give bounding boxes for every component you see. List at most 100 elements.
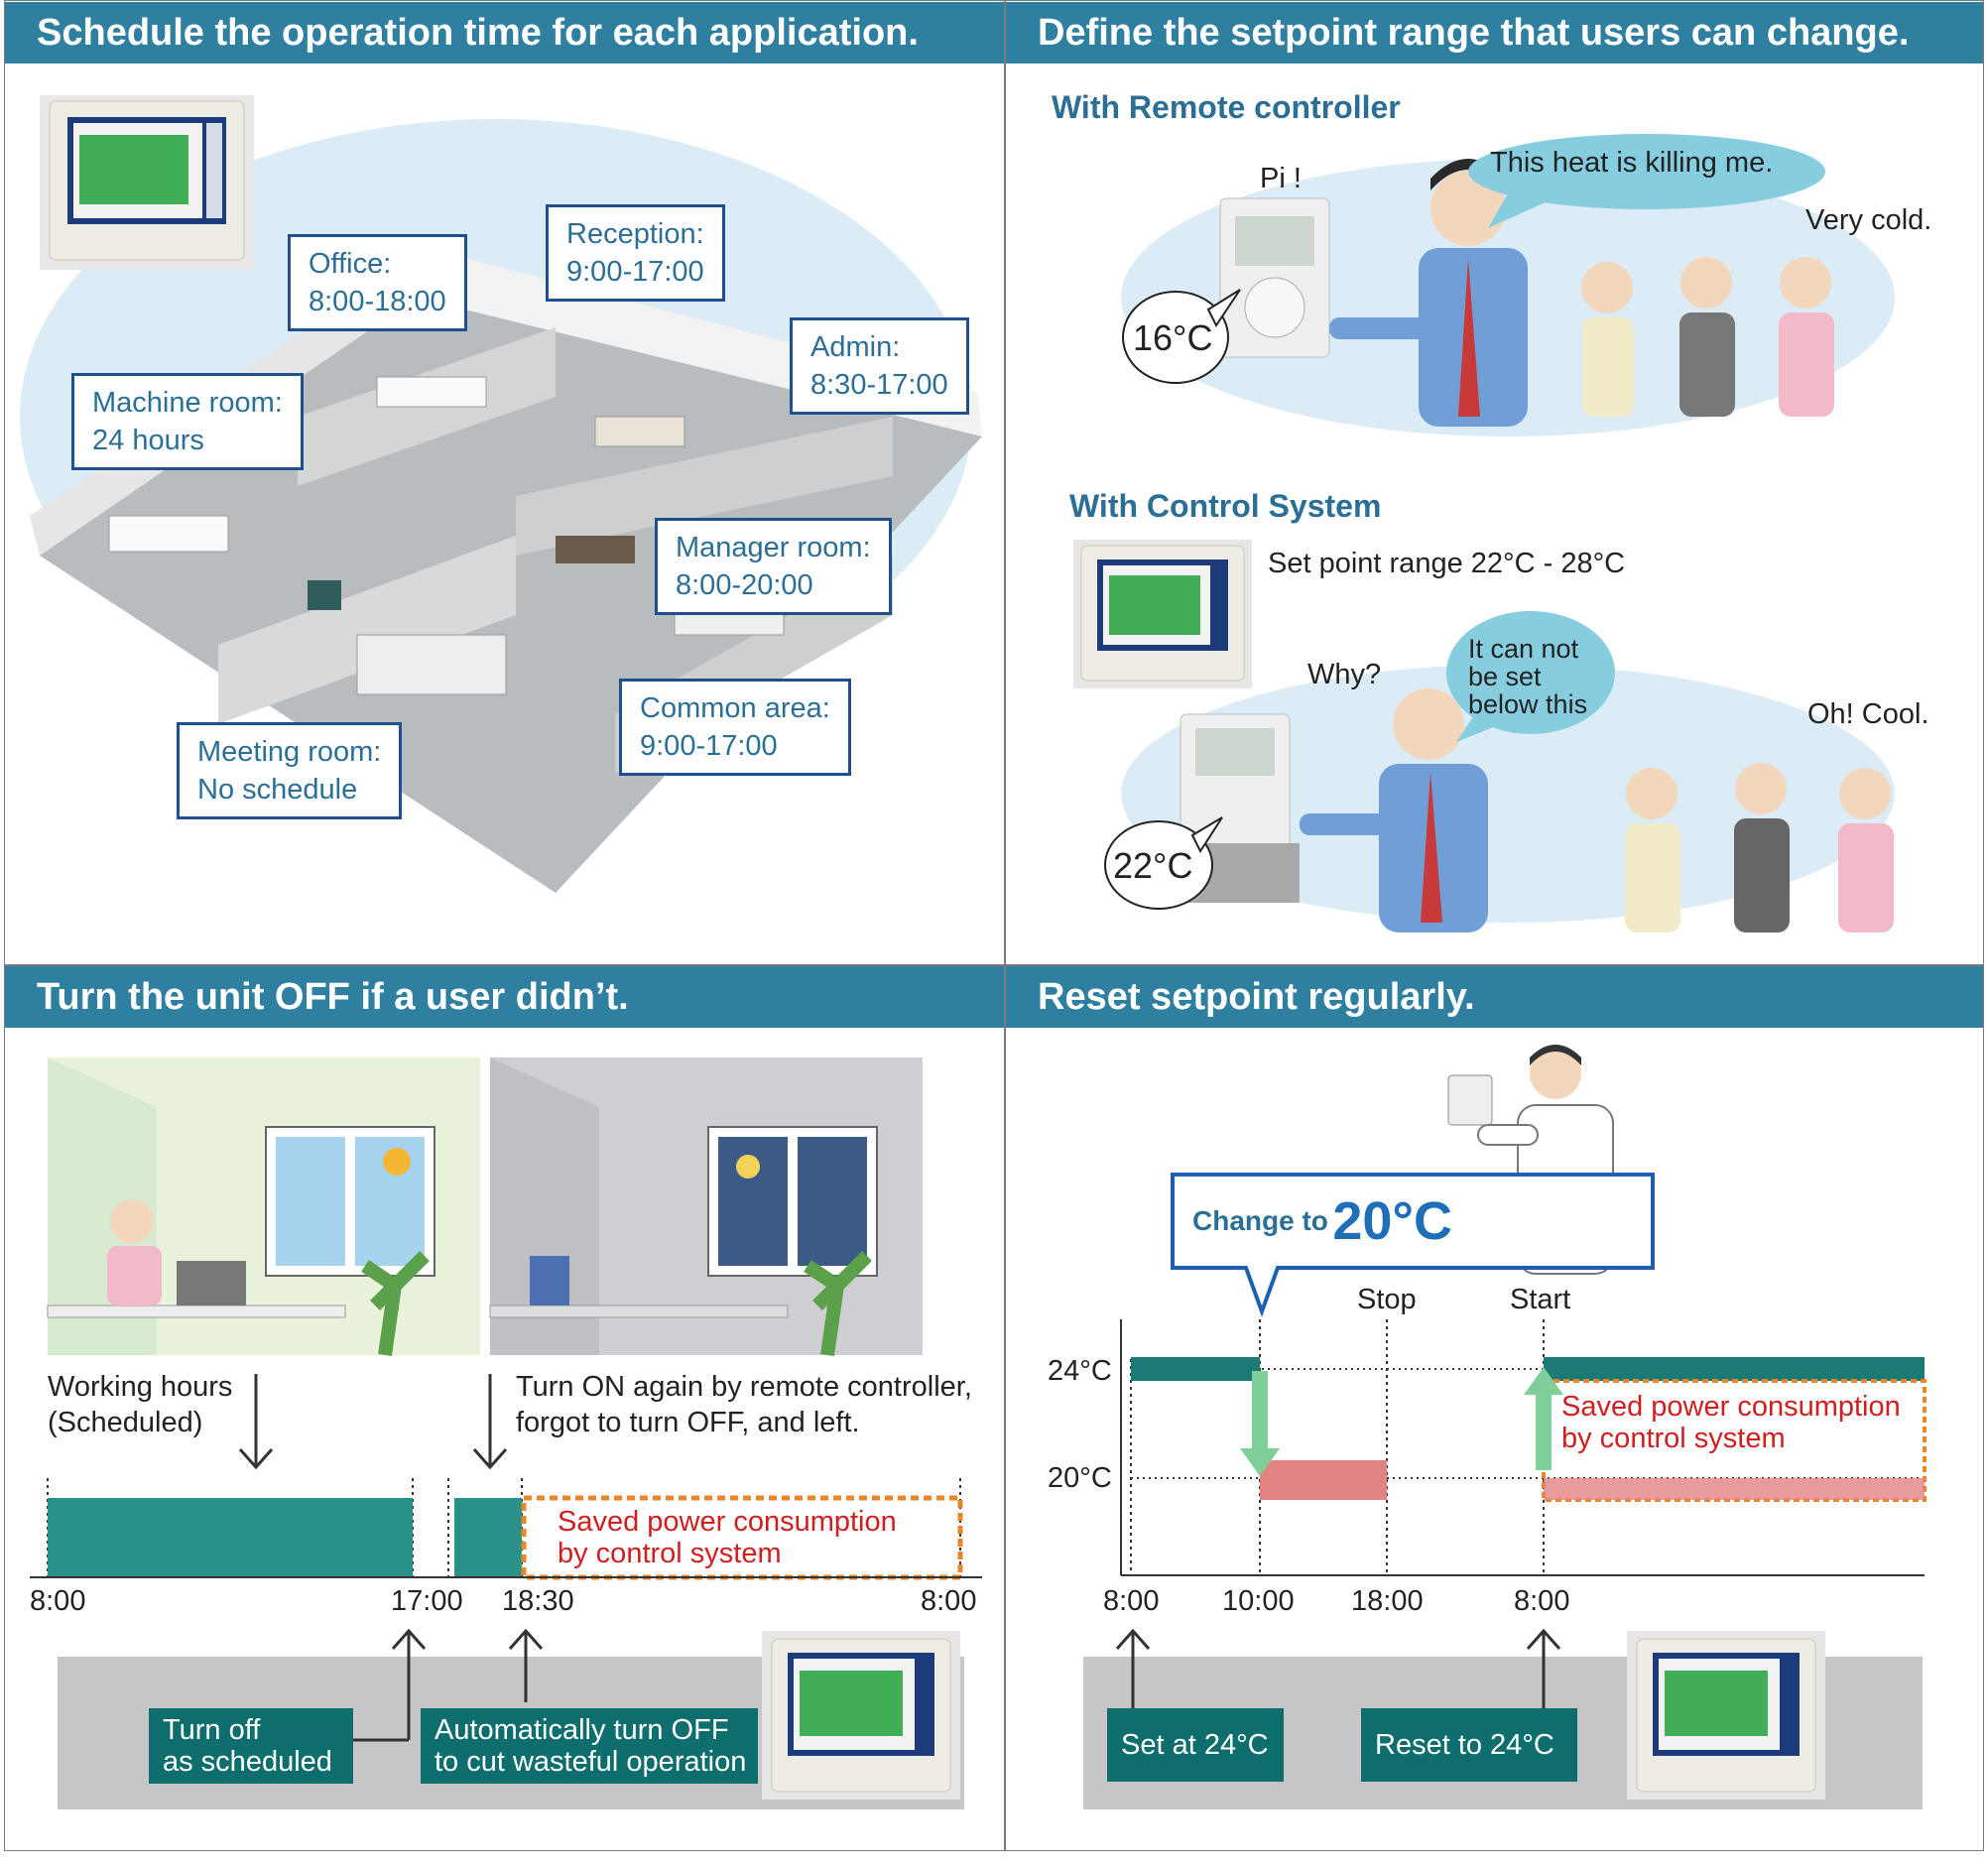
down-arrow-working bbox=[238, 1374, 274, 1470]
room-time: 9:00-17:00 bbox=[640, 730, 778, 762]
saved-line: Saved power consumption bbox=[558, 1506, 897, 1538]
room-time: 24 hours bbox=[92, 425, 204, 456]
speech-line: be set bbox=[1468, 662, 1542, 691]
off-tick-2: 18:30 bbox=[502, 1585, 574, 1617]
reset-stop-label: Stop bbox=[1357, 1284, 1417, 1315]
room-time: 9:00-17:00 bbox=[566, 256, 704, 288]
control-heading: With Control System bbox=[1069, 488, 1382, 524]
temp-bubble-remote bbox=[1122, 289, 1241, 384]
box-line: Turn off bbox=[163, 1714, 261, 1746]
saved-line: Saved power consumption bbox=[1561, 1391, 1901, 1423]
setpoint-20-bar bbox=[1260, 1460, 1387, 1500]
room-name: Admin: bbox=[810, 331, 901, 363]
up-green-arrow bbox=[1524, 1367, 1563, 1470]
setpoint-24-bar-morning bbox=[1131, 1357, 1260, 1381]
turn-on-line: Turn ON again by remote controller, bbox=[516, 1371, 972, 1403]
control-range-text: Set point range 22°C - 28°C bbox=[1268, 548, 1626, 579]
reset-y-low: 20°C bbox=[1048, 1462, 1112, 1494]
reset-panel-title: Reset setpoint regularly. bbox=[1006, 966, 1983, 1028]
reset-box-set: Set at 24°C bbox=[1107, 1708, 1284, 1782]
reset-saved-text: Saved power consumption by control syste… bbox=[1561, 1391, 1901, 1454]
remote-temp-text: 16°C bbox=[1133, 317, 1213, 358]
control-speech-text: It can not be set below this bbox=[1468, 635, 1587, 718]
box-line: Automatically turn OFF bbox=[435, 1714, 729, 1746]
saved-line: by control system bbox=[558, 1538, 782, 1569]
control-temp-text: 22°C bbox=[1113, 845, 1193, 886]
off-timeline bbox=[30, 1478, 982, 1580]
outer-frame bbox=[4, 0, 1984, 1851]
off-saved-text: Saved power consumption by control syste… bbox=[558, 1506, 897, 1569]
room-name: Meeting room: bbox=[197, 736, 382, 768]
speech-bubble-remote bbox=[1468, 134, 1825, 228]
room-label-meeting: Meeting room: No schedule bbox=[177, 722, 403, 819]
change-prefix: Change to bbox=[1192, 1205, 1328, 1236]
control-touch-panel-image bbox=[1073, 540, 1252, 688]
temp-bubble-control bbox=[1104, 816, 1223, 910]
off-up-arrows bbox=[351, 1628, 544, 1742]
reset-tick-3: 8:00 bbox=[1514, 1585, 1570, 1617]
speech-bubble-control bbox=[1446, 611, 1615, 742]
remote-beep-text: Pi ! bbox=[1260, 163, 1302, 194]
room-name: Machine room: bbox=[92, 387, 283, 419]
working-line: Working hours bbox=[48, 1371, 233, 1403]
down-arrow-turn-on bbox=[472, 1374, 508, 1470]
setpoint-24-bar-next bbox=[1544, 1357, 1925, 1381]
speech-line: It can not bbox=[1468, 634, 1579, 664]
off-panel-title: Turn the unit OFF if a user didn’t. bbox=[5, 966, 1004, 1028]
room-label-machine: Machine room: 24 hours bbox=[71, 373, 304, 470]
off-tick-1: 17:00 bbox=[391, 1585, 463, 1617]
room-label-admin: Admin: 8:30-17:00 bbox=[790, 317, 969, 415]
room-time: 8:00-18:00 bbox=[309, 286, 446, 317]
working-line: (Scheduled) bbox=[48, 1407, 203, 1438]
night-office-illustration bbox=[489, 1057, 923, 1356]
control-scene-illustration bbox=[1121, 665, 1895, 932]
room-time: No schedule bbox=[197, 774, 358, 806]
reset-touch-panel-image bbox=[1627, 1631, 1825, 1800]
room-name: Manager room: bbox=[676, 532, 871, 563]
day-office-illustration bbox=[47, 1057, 480, 1356]
control-reaction-text: Oh! Cool. bbox=[1807, 698, 1929, 730]
off-tick-0: 8:00 bbox=[30, 1585, 86, 1617]
room-time: 8:00-20:00 bbox=[676, 569, 813, 601]
setpoint-panel-title: Define the setpoint range that users can… bbox=[1006, 2, 1983, 63]
reset-up-arrows bbox=[1115, 1628, 1561, 1710]
change-callout bbox=[1171, 1173, 1655, 1317]
room-name: Common area: bbox=[640, 692, 830, 724]
reset-y-high: 24°C bbox=[1048, 1355, 1112, 1387]
room-label-manager: Manager room: 8:00-20:00 bbox=[655, 518, 892, 615]
reset-tick-1: 10:00 bbox=[1222, 1585, 1295, 1617]
turn-on-text: Turn ON again by remote controller, forg… bbox=[516, 1369, 972, 1440]
reset-chart bbox=[1120, 1319, 1926, 1576]
speech-line: below this bbox=[1468, 689, 1588, 719]
change-value: 20°C bbox=[1332, 1191, 1452, 1251]
turn-on-line: forgot to turn OFF, and left. bbox=[516, 1407, 860, 1438]
box-line: to cut wasteful operation bbox=[435, 1746, 747, 1778]
turned-on-bar bbox=[454, 1498, 522, 1577]
room-label-office: Office: 8:00-18:00 bbox=[288, 234, 467, 331]
remote-heading: With Remote controller bbox=[1052, 89, 1401, 125]
off-touch-panel-image bbox=[762, 1631, 960, 1800]
touch-controller-image bbox=[40, 95, 254, 270]
off-box-auto: Automatically turn OFF to cut wasteful o… bbox=[421, 1708, 758, 1784]
horizontal-divider bbox=[5, 964, 1984, 966]
room-time: 8:30-17:00 bbox=[810, 369, 948, 401]
box-line: as scheduled bbox=[163, 1746, 332, 1778]
off-tick-3: 8:00 bbox=[921, 1585, 977, 1617]
scheduled-bar bbox=[48, 1498, 413, 1577]
remote-scene-illustration bbox=[1121, 159, 1895, 436]
room-label-reception: Reception: 9:00-17:00 bbox=[546, 204, 725, 302]
reset-tick-0: 8:00 bbox=[1103, 1585, 1160, 1617]
saved-line: by control system bbox=[1561, 1423, 1786, 1454]
schedule-panel-title: Schedule the operation time for each app… bbox=[5, 2, 1004, 63]
reset-tick-2: 18:00 bbox=[1351, 1585, 1424, 1617]
off-box-scheduled: Turn off as scheduled bbox=[149, 1708, 353, 1784]
reset-box-reset: Reset to 24°C bbox=[1361, 1708, 1577, 1782]
down-green-arrow bbox=[1240, 1371, 1280, 1476]
change-text: Change to 20°C bbox=[1192, 1190, 1452, 1252]
working-hours-text: Working hours (Scheduled) bbox=[48, 1369, 232, 1440]
room-name: Reception: bbox=[566, 218, 704, 250]
room-label-common: Common area: 9:00-17:00 bbox=[619, 679, 851, 776]
control-why-text: Why? bbox=[1307, 659, 1382, 690]
reset-start-label: Start bbox=[1510, 1284, 1571, 1315]
remote-reaction-text: Very cold. bbox=[1805, 204, 1932, 236]
